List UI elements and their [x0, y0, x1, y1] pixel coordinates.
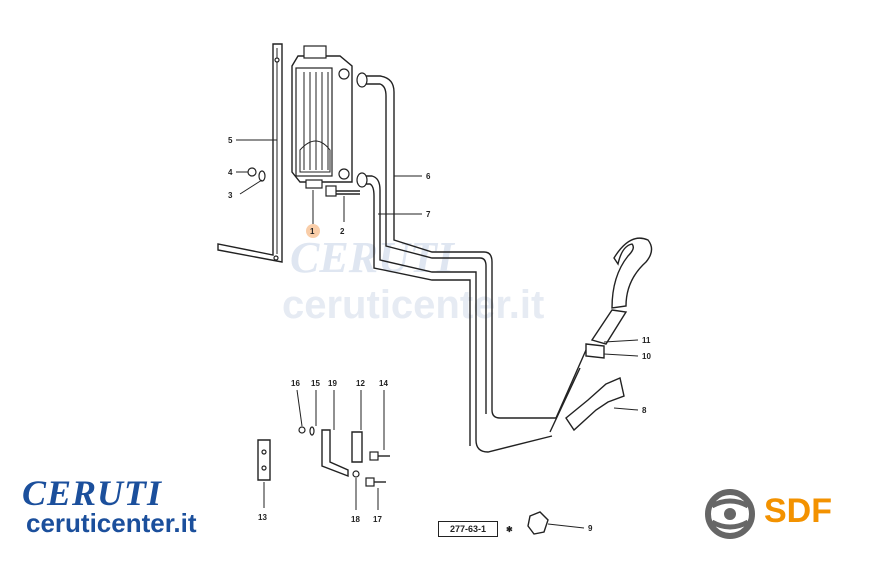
callout-12: 12 — [356, 379, 365, 388]
part-angle-bracket — [321, 429, 363, 478]
callout-2: 2 — [340, 227, 345, 236]
part-bolt — [325, 185, 360, 197]
ceruti-logo: CERUTI — [22, 473, 163, 513]
callout-1: 1 — [310, 227, 315, 236]
callout-19: 19 — [328, 379, 337, 388]
callout-3: 3 — [228, 191, 233, 200]
sdf-logo-icon — [705, 489, 755, 539]
reference-code: 277-63-1 — [438, 521, 498, 537]
callout-13: 13 — [258, 513, 267, 522]
part-oil-cooler — [291, 45, 353, 189]
callout-14: 14 — [379, 379, 388, 388]
part-screws — [298, 426, 390, 487]
callout-5: 5 — [228, 136, 233, 145]
part-oil-pipe-lower — [356, 172, 553, 453]
callout-17: 17 — [373, 515, 382, 524]
part-washer — [258, 170, 266, 182]
callout-18: 18 — [351, 515, 360, 524]
part-bracket — [217, 43, 283, 263]
part-oil-pipe-upper — [356, 72, 556, 419]
callout-16: 16 — [291, 379, 300, 388]
ceruti-url: ceruticenter.it — [26, 508, 197, 538]
callout-labels: 1 2 3 4 5 6 7 8 9 10 11 12 13 14 15 16 1… — [228, 136, 651, 534]
callout-6: 6 — [426, 172, 431, 181]
part-clip — [527, 511, 585, 535]
callout-11: 11 — [642, 336, 651, 345]
part-elbow-hose — [565, 377, 625, 432]
part-hose — [549, 237, 653, 433]
callout-highlight — [306, 224, 320, 238]
sdf-logo: SDF — [764, 492, 832, 530]
callout-9: 9 — [588, 524, 593, 533]
asterisk-mark: ✱ — [506, 525, 513, 534]
callout-4: 4 — [228, 168, 233, 177]
callout-10: 10 — [642, 352, 651, 361]
callout-15: 15 — [311, 379, 320, 388]
callout-7: 7 — [426, 210, 431, 219]
callout-8: 8 — [642, 406, 647, 415]
watermark-url: ceruticenter.it — [282, 283, 544, 327]
part-nut — [247, 167, 257, 177]
part-bracket-small — [257, 439, 271, 481]
